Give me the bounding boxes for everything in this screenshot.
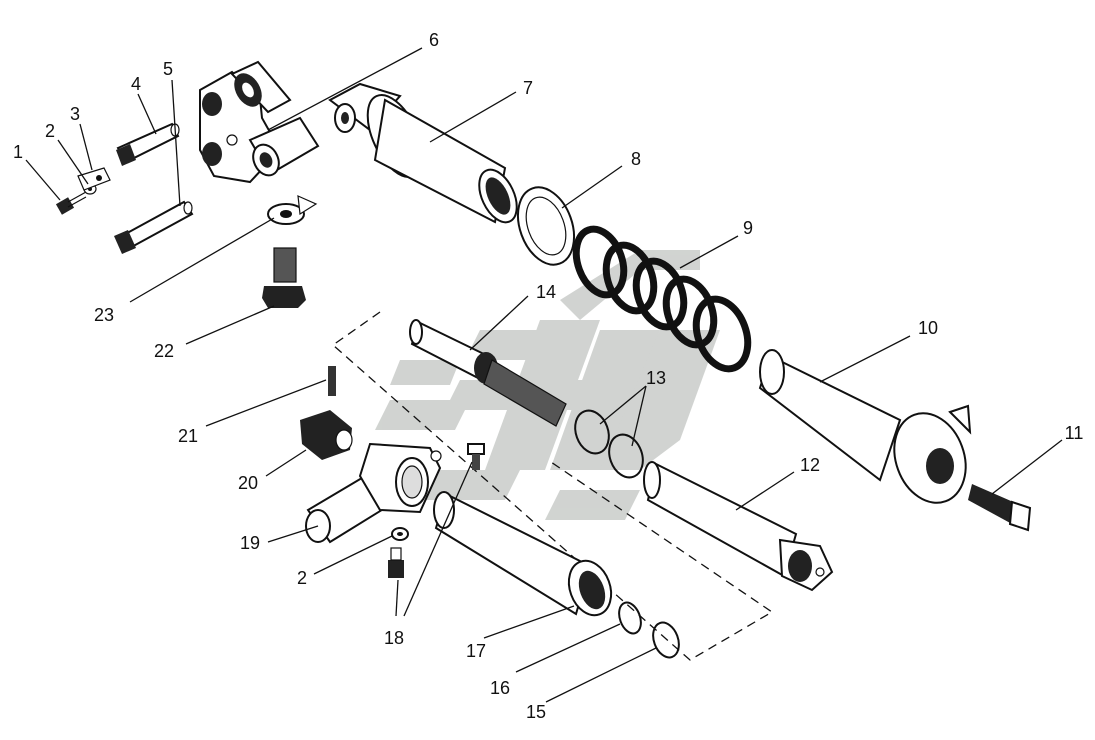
callout-19: 19 <box>239 533 261 553</box>
callout-21: 21 <box>177 426 199 446</box>
part-2-washer-bottom <box>391 527 409 541</box>
part-1-screw <box>55 191 87 215</box>
callout-4: 4 <box>130 74 142 94</box>
callout-20: 20 <box>237 473 259 493</box>
callout-15: 15 <box>525 702 547 722</box>
part-18-screws <box>388 443 485 578</box>
dashed-assembly-boundary <box>331 311 774 661</box>
callout-11: 11 <box>1064 423 1084 443</box>
callout-6: 6 <box>428 30 440 50</box>
callout-16: 16 <box>489 678 511 698</box>
callout-23: 23 <box>93 305 115 325</box>
part-9-spring <box>572 225 752 373</box>
callout-14: 14 <box>535 282 557 302</box>
part-4-short-pin <box>116 122 180 166</box>
part-8-ring <box>516 186 576 266</box>
callout-22: 22 <box>153 341 175 361</box>
part-23-lock-washer <box>267 195 318 225</box>
part-13-o-rings <box>574 409 644 479</box>
part-14-threaded-rod <box>409 319 567 427</box>
callout-7: 7 <box>522 78 534 98</box>
callout-13: 13 <box>645 368 667 388</box>
callout-2-top: 2 <box>44 121 56 141</box>
callout-18: 18 <box>383 628 405 648</box>
part-17-sleeve <box>433 491 613 617</box>
part-15-washer <box>652 621 680 659</box>
part-22-bolt <box>262 247 306 308</box>
part-20-nut <box>300 410 353 460</box>
callout-2-bottom: 2 <box>296 568 308 588</box>
part-19-knuckle <box>305 442 442 544</box>
callout-12: 12 <box>799 455 821 475</box>
callout-5: 5 <box>162 59 174 79</box>
callout-10: 10 <box>917 318 939 338</box>
part-3-lock-plate <box>77 167 111 191</box>
part-10-plunger-tube <box>758 349 972 504</box>
part-11-bolt <box>968 484 1032 532</box>
callout-3: 3 <box>69 104 81 124</box>
part-21-pin <box>328 366 336 396</box>
part-6-bracket <box>199 60 320 184</box>
part-5-long-pin <box>114 200 194 254</box>
part-16-o-ring <box>618 601 642 635</box>
part-7-cylinder-housing <box>328 82 518 224</box>
callout-8: 8 <box>630 149 642 169</box>
leader-lines <box>25 47 1063 703</box>
part-12-rod <box>643 461 834 592</box>
watermark-logo <box>375 250 720 520</box>
callout-9: 9 <box>742 218 754 238</box>
callout-17: 17 <box>465 641 487 661</box>
callout-1: 1 <box>12 142 24 162</box>
